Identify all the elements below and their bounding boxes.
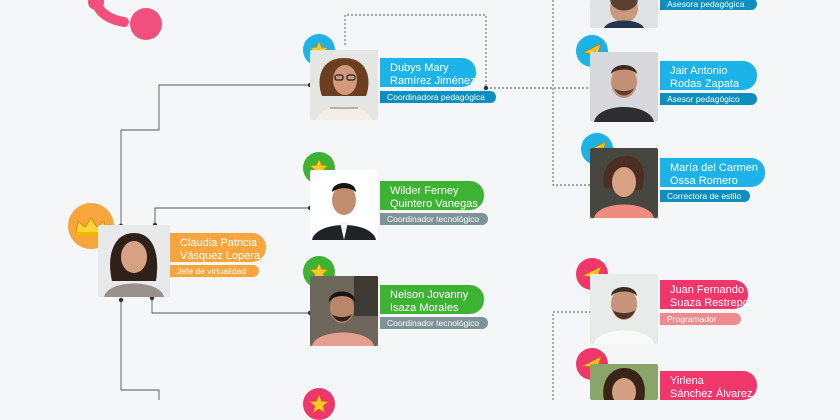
person-name: Jair Antonio Rodas Zapata: [660, 61, 757, 90]
avatar: [310, 50, 378, 120]
name-line: Suaza Restrepo: [670, 297, 749, 309]
avatar: [310, 170, 378, 240]
avatar: [590, 274, 658, 344]
role-label: Coordinador tecnológico: [380, 213, 488, 225]
role-label: Asesora pedagógica: [660, 0, 757, 10]
avatar: [590, 364, 658, 400]
name-line: Rodas Zapata: [670, 78, 740, 90]
name-line: María del Carmen: [670, 162, 759, 174]
person-name: Yirlena Sánchez Álvarez: [660, 371, 757, 400]
person-name: María del Carmen Ossa Romero: [660, 158, 765, 187]
name-line: Isaza Morales: [390, 302, 459, 314]
name-line: Yirlena: [670, 375, 704, 387]
name-line: Jair Antonio: [670, 65, 728, 77]
role-label: Jefe de virtualidad: [170, 265, 259, 277]
person-name: Nelson Jovanny Isaza Morales: [380, 285, 484, 314]
person-name: Wilder Ferney Quintero Vanegas: [380, 181, 484, 210]
person-name: Juan Fernando Suaza Restrepo: [660, 280, 749, 309]
role-label: Coordinadora pedagógica: [380, 91, 496, 103]
role-label: Programador: [660, 313, 741, 325]
name-line: Ramírez Jiménez: [390, 75, 476, 87]
name-line: Vásquez Lopera: [180, 250, 261, 262]
org-chart: Asesora pedagógica Dubys Mary Ramírez Ji…: [68, 0, 765, 420]
avatar: [590, 148, 658, 218]
avatar: [590, 0, 658, 28]
name-line: Ossa Romero: [670, 175, 738, 187]
name-line: Sánchez Álvarez: [670, 388, 753, 400]
avatar: [310, 276, 378, 346]
name-line: Dubys Mary: [390, 62, 449, 74]
person-name: Dubys Mary Ramírez Jiménez: [380, 58, 476, 87]
name-line: Wilder Ferney: [390, 185, 459, 197]
role-label: Correctora de estilo: [660, 190, 750, 202]
avatar: [98, 225, 170, 297]
name-line: Claudia Patricia: [180, 237, 258, 249]
avatar: [590, 52, 658, 122]
name-line: Quintero Vanegas: [390, 198, 478, 210]
name-line: Nelson Jovanny: [390, 289, 469, 301]
person-name: Claudia Patricia Vásquez Lopera: [170, 233, 266, 262]
role-label: Asesor pedagógico: [660, 93, 757, 105]
role-label: Coordinador tecnológico: [380, 317, 488, 329]
name-line: Juan Fernando: [670, 284, 744, 296]
star-icon: [303, 388, 335, 420]
logo-icon: [88, 0, 162, 40]
org-chart-connectors: [118, 0, 595, 400]
